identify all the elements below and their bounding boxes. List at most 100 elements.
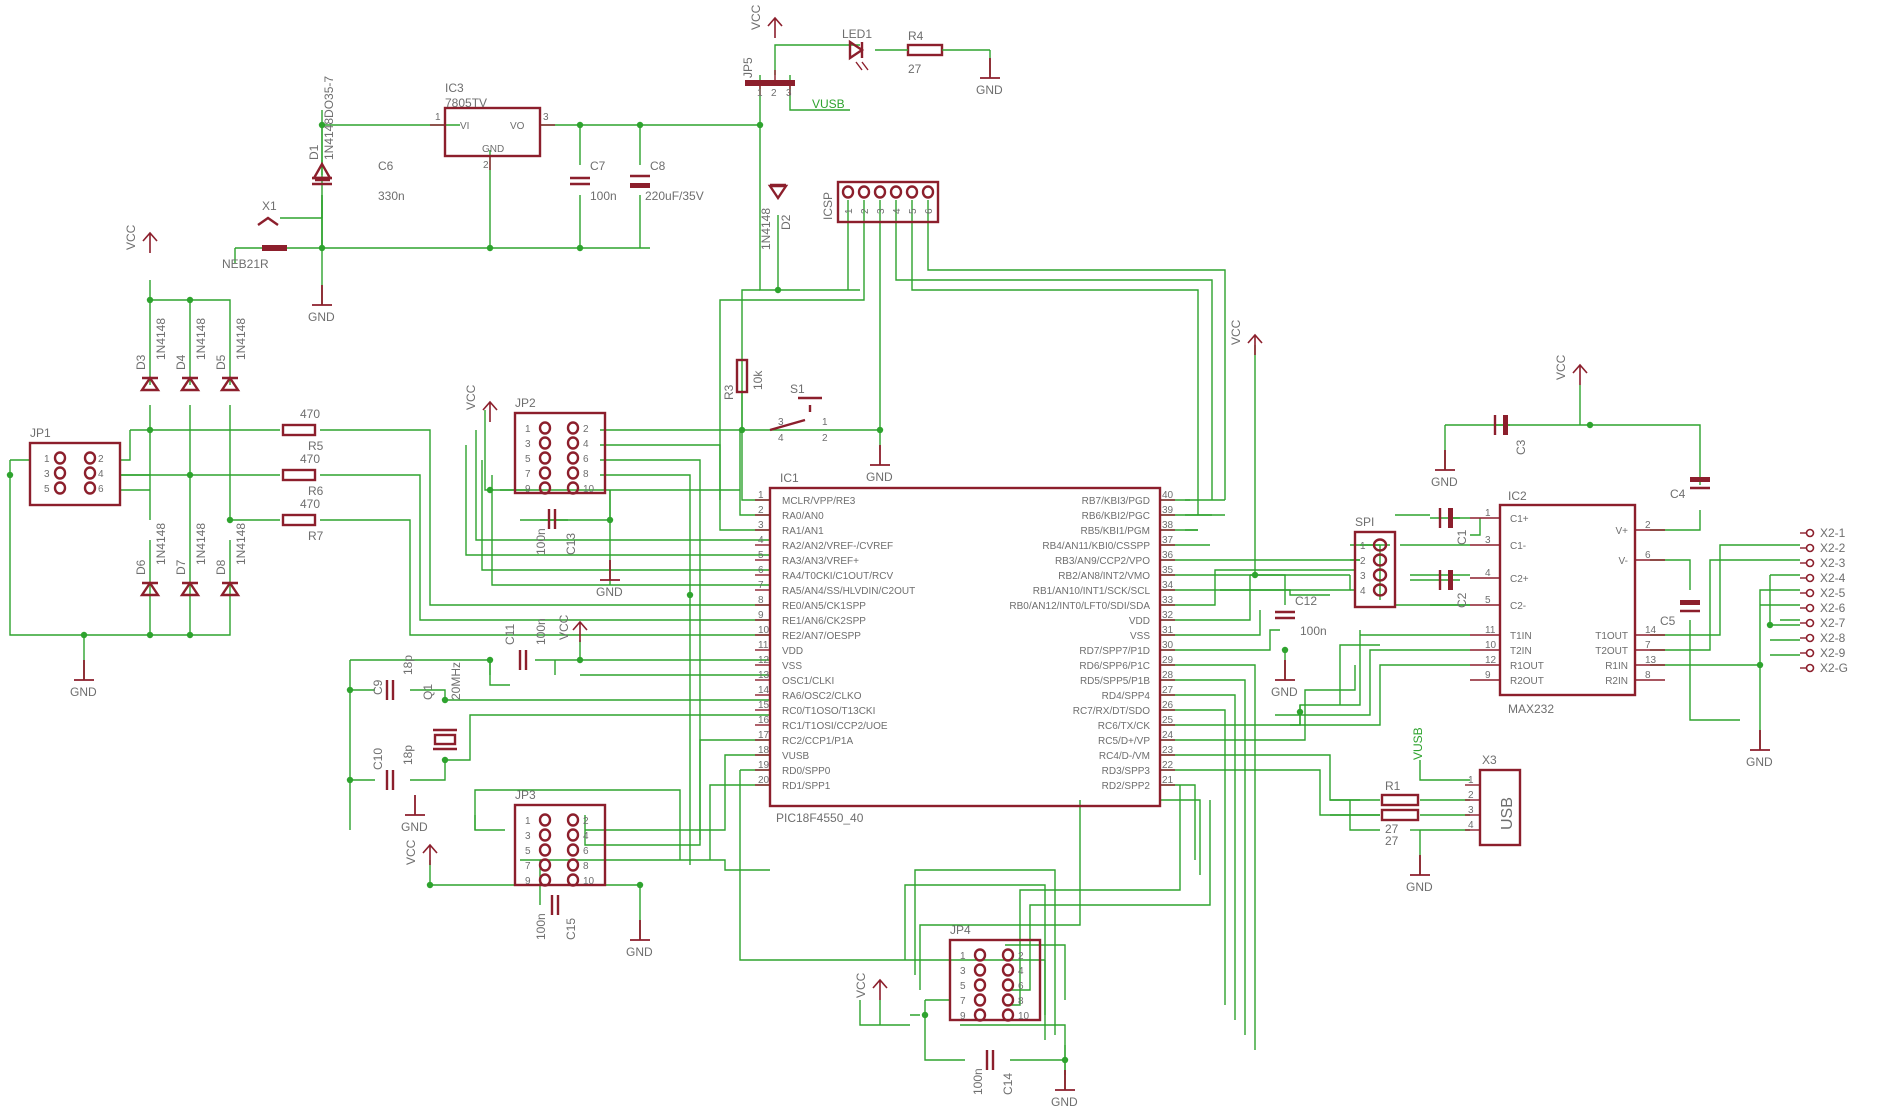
r3-value: 10k (751, 370, 765, 390)
c11-name: C11 (503, 624, 517, 645)
gnd-label: GND (626, 945, 653, 959)
d4-value: 1N4148 (194, 318, 208, 360)
ic1-pin-label: RA0/AN0 (782, 511, 824, 522)
ic1-pin-label: VUSB (782, 751, 810, 762)
jp5-pin1: 1 (757, 88, 763, 99)
ic2-pin-number: 5 (1485, 595, 1491, 606)
ic1-pin-number: 19 (758, 760, 770, 771)
x2-pin-pad (1805, 558, 1815, 568)
ic1-pic18f4550: IC1 PIC18F4550_40 1MCLR/VPP/RE32RA0/AN03… (755, 471, 1175, 825)
spi-pin-number: 2 (1360, 556, 1366, 567)
vcc-label: VCC (404, 839, 418, 865)
spi-pin-pad (1372, 538, 1388, 552)
header-pin-number: 9 (960, 1011, 966, 1022)
vcc-symbol (482, 400, 498, 422)
gnd-symbol (980, 58, 1000, 79)
ic1-pin-number: 36 (1162, 550, 1174, 561)
ic1-pin-label: RD1/SPP1 (782, 781, 831, 792)
ic1-pin-number: 14 (758, 685, 770, 696)
header-pin-number: 6 (583, 846, 589, 857)
spi-pin-number: 4 (1360, 586, 1366, 597)
ic1-pin-label: RB3/AN9/CCP2/VPO (1055, 556, 1150, 567)
ic2-pin-number: 10 (1485, 640, 1497, 651)
icsp-pin-number: 4 (892, 208, 903, 214)
ic1-pin-number: 6 (758, 565, 764, 576)
ic1-pin-label: RC7/RX/DT/SDO (1073, 706, 1150, 717)
ic3-value: 7805TV (445, 96, 487, 110)
d7-value: 1N4148 (194, 523, 208, 565)
c11-value: 100n (534, 618, 548, 645)
vcc-symbol (422, 843, 438, 865)
c8-name: C8 (650, 159, 666, 173)
ic2-pin-label: R1IN (1605, 661, 1628, 672)
x2-pin-pad (1805, 588, 1815, 598)
gnd-symbol (600, 560, 620, 581)
ic1-pin-label: RD4/SPP4 (1102, 691, 1151, 702)
ic1-pin-label: RE2/AN7/OESPP (782, 631, 861, 642)
header-pin-pad (538, 813, 552, 827)
ic2-left-pins: 1C1+3C1-4C2+5C2-11T1IN10T2IN12R1OUT9R2OU… (1470, 508, 1544, 687)
gnd-symbol (74, 660, 94, 681)
vcc-label: VCC (464, 384, 478, 410)
header-pin-pad (566, 451, 580, 465)
ic1-name: IC1 (780, 471, 799, 485)
ic2-pin-number: 4 (1485, 568, 1491, 579)
gnd-label: GND (866, 470, 893, 484)
jp4-name: JP4 (950, 923, 971, 937)
header-pin-number: 9 (525, 484, 531, 495)
ic1-pin-number: 33 (1162, 595, 1174, 606)
header-pin-pad (538, 421, 552, 435)
ic2-max232: IC2 MAX232 1C1+3C1-4C2+5C2-11T1IN10T2IN1… (1470, 489, 1665, 716)
ic2-pin-label: R2OUT (1510, 676, 1544, 687)
vusb-label: VUSB (812, 97, 845, 111)
resistors: 470 R5 470 R6 470 R7 R4 27 R3 10k R1 27 … (281, 29, 1420, 848)
header-pin-number: 3 (525, 439, 531, 450)
ic1-pin-number: 35 (1162, 565, 1174, 576)
ic1-pin-number: 40 (1162, 490, 1174, 501)
ic2-pin-label: V- (1619, 556, 1628, 567)
vcc-label: VCC (557, 614, 571, 640)
spi-pin-pad (1372, 568, 1388, 582)
x2-pin-label: X2-8 (1820, 631, 1846, 645)
ic1-pin-label: RD2/SPP2 (1102, 781, 1151, 792)
d1-name: D1 (307, 144, 321, 160)
d2-name: D2 (779, 214, 793, 230)
jp5-name: JP5 (741, 57, 755, 78)
vcc-symbol (1572, 363, 1588, 385)
x2-pin-pad (1805, 573, 1815, 583)
gnd-label: GND (70, 685, 97, 699)
ic1-pin-label: RA6/OSC2/CLKO (782, 691, 862, 702)
c6-name: C6 (378, 159, 394, 173)
icsp-pin-number: 6 (924, 208, 935, 214)
s1-pin3: 3 (778, 417, 784, 428)
header-pin-number: 1 (525, 816, 531, 827)
jp5-pin2: 2 (771, 88, 777, 99)
s1-pin1: 1 (822, 417, 828, 428)
ic1-pin-label: RA5/AN4/SS/HLVDIN/C2OUT (782, 586, 915, 597)
ic1-pin-number: 11 (758, 640, 769, 651)
x3-pin-number: 4 (1468, 820, 1474, 831)
header-pin-pad (566, 828, 580, 842)
icsp-pin-pad (921, 185, 935, 199)
header-pin-number: 5 (525, 454, 531, 465)
gnd-label: GND (596, 585, 623, 599)
gnd-label: GND (1746, 755, 1773, 769)
ic1-right-pins: 40RB7/KBI3/PGD39RB6/KBI2/PGC38RB5/KBI1/P… (1009, 490, 1175, 792)
jp1-pin-number: 3 (44, 469, 50, 480)
ic1-pin-label: RB0/AN12/INT0/LFT0/SDI/SDA (1009, 601, 1150, 612)
ic1-pin-label: RB5/KBI1/PGM (1081, 526, 1150, 537)
icsp-pin-number: 2 (860, 208, 871, 214)
ic1-pin-number: 25 (1162, 715, 1174, 726)
header-pin-pad (538, 451, 552, 465)
diodes: D1 1N4148DO35-7 D2 1N4148 D3 1N4148 D4 1… (134, 27, 872, 597)
q1-value: 20MHz (449, 662, 463, 700)
c13-name: C13 (564, 533, 578, 555)
ic1-pin-label: VDD (782, 646, 803, 657)
c15-name: C15 (564, 918, 578, 940)
led1-name: LED1 (842, 27, 872, 41)
header-pin-pad (1001, 993, 1015, 1007)
